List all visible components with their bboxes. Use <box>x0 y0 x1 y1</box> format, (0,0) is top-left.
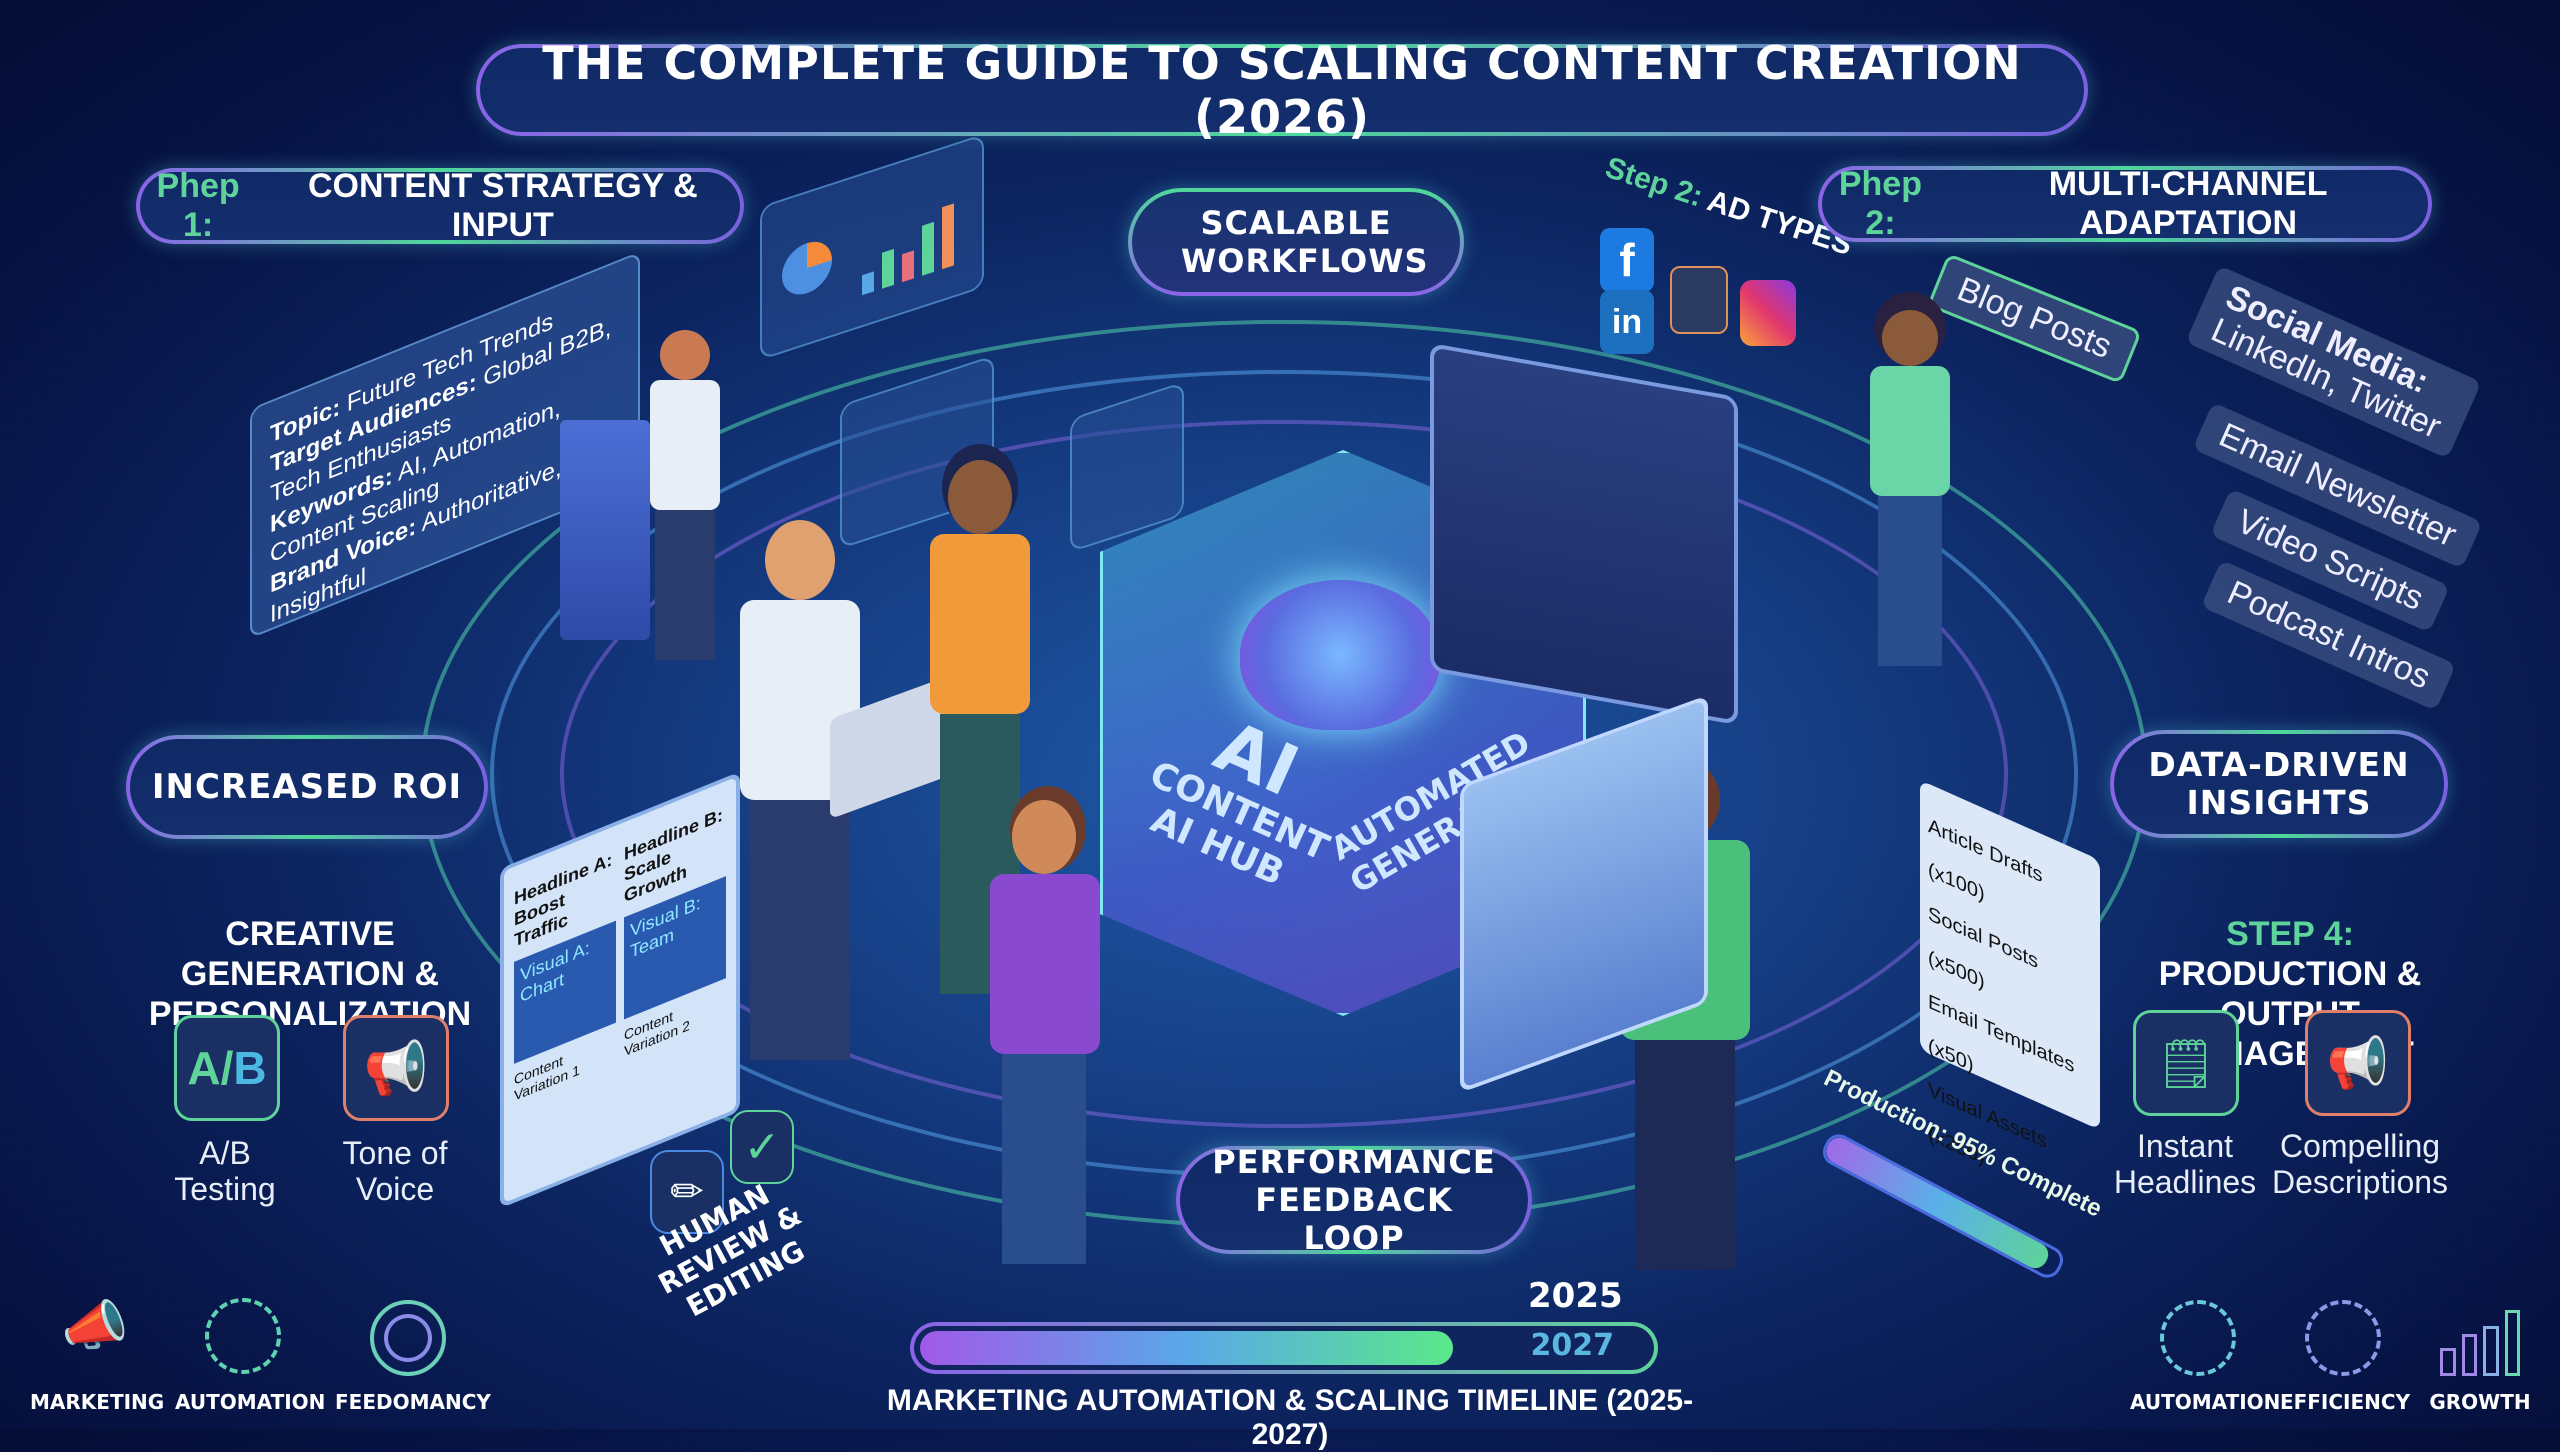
step2-prefix: Phep 2: <box>1838 165 1922 242</box>
pencil-icon: ✏ <box>650 1150 724 1234</box>
person-review <box>990 800 1100 1280</box>
dashboard-monitor <box>1430 342 1738 726</box>
megaphone-icon: 📢 <box>2305 1010 2411 1116</box>
page-title: THE COMPLETE GUIDE TO SCALING CONTENT CR… <box>476 36 2088 144</box>
timeline-end-year: 2027 <box>1530 1328 1615 1363</box>
gauge-arrow-icon <box>2305 1300 2381 1376</box>
data-driven-text: DATA-DRIVEN INSIGHTS <box>2148 745 2410 822</box>
footer-feedomancy-label: FEEDOMANCY <box>335 1390 491 1414</box>
footer-automation-label: AUTOMATION <box>175 1390 326 1414</box>
timeline-caption: MARKETING AUTOMATION & SCALING TIMELINE … <box>886 1384 1694 1451</box>
data-driven-badge: DATA-DRIVEN INSIGHTS <box>2110 730 2448 838</box>
timeline-start-year: 2025 <box>1528 1276 1623 1316</box>
brain-icon <box>1240 580 1440 730</box>
gear-target-icon <box>205 1298 281 1374</box>
ab-testing-icon: A/B <box>174 1015 280 1121</box>
step1-label: CONTENT STRATEGY & INPUT <box>307 167 698 244</box>
person-laptop <box>740 520 860 1080</box>
footer-marketing-label: MARKETING <box>30 1390 165 1414</box>
person-tablet <box>1870 310 1950 680</box>
megaphone-icon: 📣 <box>61 1296 129 1356</box>
blog-posts-tag: Blog Posts <box>1926 253 2142 384</box>
checkmark-icon: ✓ <box>730 1110 794 1184</box>
scalable-workflows-text: SCALABLE WORKFLOWS <box>1181 204 1429 280</box>
person-tablet-center <box>930 460 1030 1020</box>
ab-testing-label: A/B Testing <box>174 1135 276 1207</box>
growth-chart-icon <box>2440 1300 2520 1376</box>
linkedin-icon: in <box>1600 290 1654 354</box>
feedback-loop-badge: PERFORMANCE FEEDBACK LOOP <box>1176 1143 1532 1257</box>
increased-roi-text: INCREASED ROI <box>151 767 463 807</box>
step1-prefix: Phep 1: <box>156 167 240 244</box>
page-title-text: THE COMPLETE GUIDE TO SCALING CONTENT CR… <box>542 36 2022 144</box>
target-cycle-icon <box>370 1300 446 1376</box>
megaphone-icon: 📢 <box>343 1015 449 1121</box>
google-ads-icon <box>1670 266 1728 334</box>
footer-marketing: 📣 <box>30 1295 160 1358</box>
increased-roi-badge: INCREASED ROI <box>126 735 488 839</box>
tone-of-voice-label: Tone of Voice <box>342 1135 448 1207</box>
timeline-fill <box>920 1331 1453 1365</box>
timeline-bar: 2027 <box>910 1322 1658 1374</box>
compelling-descriptions-label: Compelling Descriptions <box>2271 1128 2449 1200</box>
gears-cycle-icon <box>2160 1300 2236 1376</box>
instagram-icon <box>1740 280 1796 346</box>
analytics-card-top <box>760 133 984 361</box>
step1-heading: Phep 1: CONTENT STRATEGY & INPUT <box>136 167 744 244</box>
kiosk-terminal <box>560 420 650 640</box>
circuit-ring-inner <box>560 420 2008 1128</box>
instant-headlines-label: Instant Headlines <box>2113 1128 2257 1200</box>
scalable-workflows-badge: SCALABLE WORKFLOWS <box>1128 188 1464 296</box>
person-kiosk <box>650 330 720 660</box>
variant-b: Headline B: Scale Growth Visual B: Team … <box>624 803 726 1132</box>
document-edit-icon: 🗒 <box>2133 1010 2239 1116</box>
step2-label: MULTI-CHANNEL ADAPTATION <box>2048 165 2328 242</box>
step2-heading: Phep 2: MULTI-CHANNEL ADAPTATION <box>1818 165 2432 242</box>
facebook-icon: f <box>1600 228 1654 292</box>
footer-growth-label: GROWTH <box>2429 1390 2531 1414</box>
footer-automation-right-label: AUTOMATION <box>2130 1390 2281 1414</box>
feedback-loop-text: PERFORMANCE FEEDBACK LOOP <box>1212 1143 1496 1257</box>
footer-efficiency-label: EFFICIENCY <box>2279 1390 2411 1414</box>
variant-a: Headline A: Boost Traffic Visual A: Char… <box>514 848 616 1177</box>
